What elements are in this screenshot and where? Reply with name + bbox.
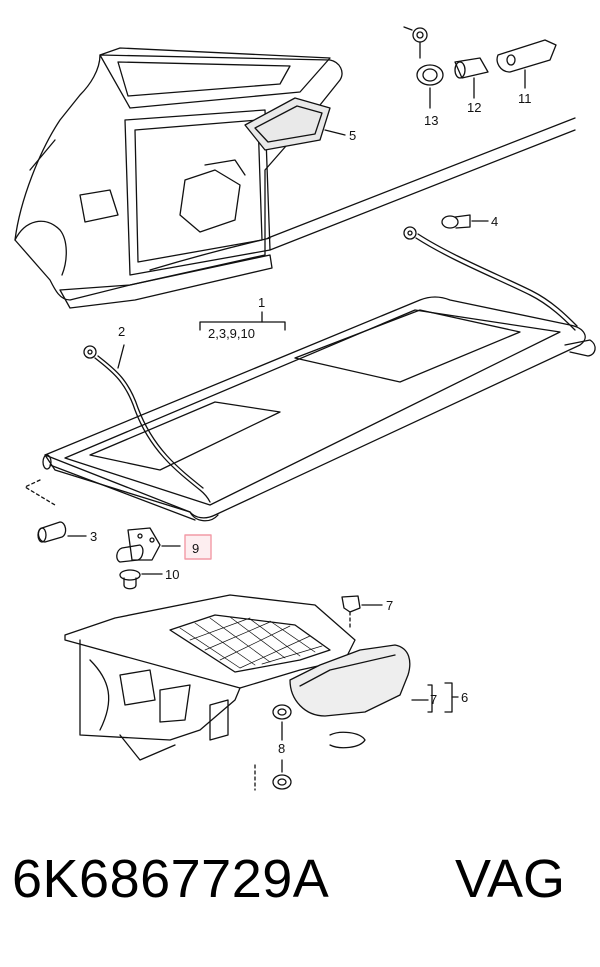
callout-1: 1: [258, 295, 265, 310]
part-10-screw: 10: [119, 567, 179, 590]
part-3-end-cap: 3: [24, 479, 97, 544]
callout-7a: 7: [386, 598, 393, 613]
callout-9-highlight: [184, 534, 212, 560]
callout-8: 8: [278, 741, 285, 756]
callout-1-sub: 2,3,9,10: [208, 326, 255, 341]
part-11-cover: 11: [496, 39, 557, 106]
part-number: 6K6867729A: [12, 849, 330, 909]
callout-2: 2: [118, 324, 125, 339]
part-8-nut: 8: [254, 704, 292, 791]
part-12-bolt: 12: [454, 57, 489, 115]
callout-5: 5: [349, 128, 356, 143]
part-2-strap: 2: [83, 324, 211, 503]
part-4-clip: 4: [441, 214, 498, 229]
callout-10: 10: [165, 567, 179, 582]
callout-11: 11: [518, 91, 532, 106]
callout-1-group: 1 2,3,9,10: [199, 295, 286, 341]
part-5-bracket: 5: [244, 97, 356, 151]
strap-right: [403, 226, 578, 331]
callout-4: 4: [491, 214, 498, 229]
callout-9: 9: [192, 541, 199, 556]
part-6-cover: 7 6: [289, 644, 468, 749]
part-13-clip: 13: [403, 26, 444, 128]
part-7-clip: 7: [341, 595, 393, 631]
parts-diagram: 5 13 12 11 4: [14, 26, 596, 791]
callout-7b: 7: [430, 692, 437, 707]
side-trim-panel: [64, 594, 356, 761]
parcel-shelf: [42, 296, 596, 522]
callout-13: 13: [424, 113, 438, 128]
callout-6: 6: [461, 690, 468, 705]
brand-label: VAG: [455, 849, 566, 909]
part-9-holder: 9: [116, 527, 212, 563]
car-rear-illustration: [14, 47, 576, 309]
callout-3: 3: [90, 529, 97, 544]
callout-12: 12: [467, 100, 481, 115]
